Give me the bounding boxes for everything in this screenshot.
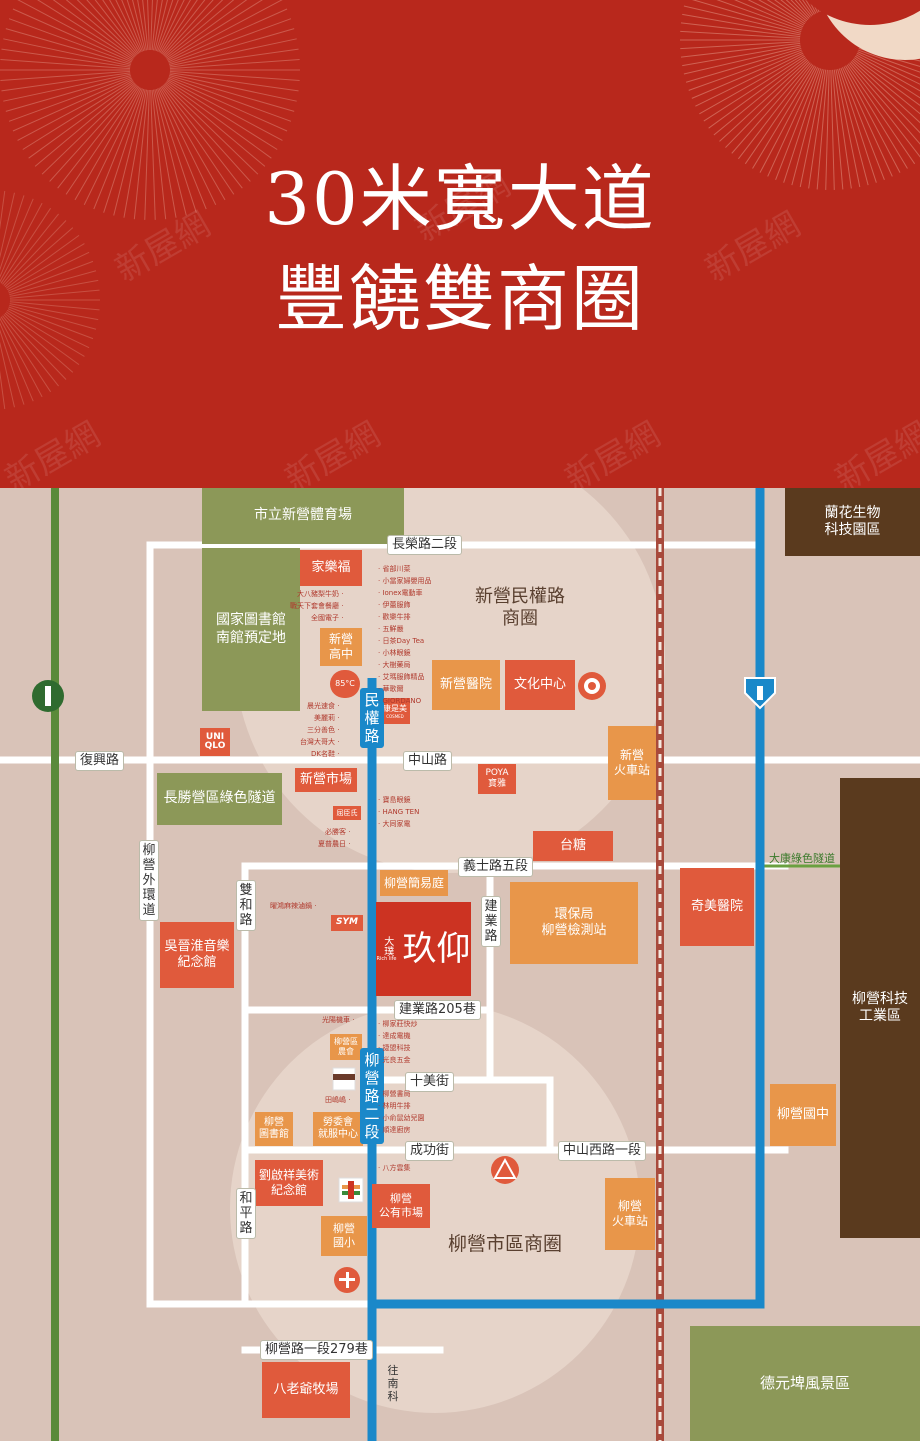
- public-market-block: 柳營 公有市場: [372, 1184, 430, 1228]
- xinying-district-label: 新營民權路 商圈: [475, 585, 565, 630]
- wu-music-museum-block: 吳晉淮音樂 紀念館: [160, 922, 234, 988]
- culture-center-block: 文化中心: [505, 660, 575, 710]
- dearyuan-block: 德元埤風景區: [690, 1326, 920, 1441]
- epa-block: 環保局 柳營檢測站: [510, 882, 638, 964]
- liuying-junior-high-block: 柳營國中: [770, 1084, 836, 1146]
- liuying-court-block: 柳營簡易庭: [380, 870, 448, 896]
- freeway-1: [372, 488, 765, 1309]
- 85c-logo: 85°C: [330, 670, 360, 698]
- carrefour-block: 家樂福: [300, 550, 362, 586]
- balao-ranch-block: 八老爺牧場: [262, 1362, 350, 1418]
- xinying-station-block: 新營 火車站: [608, 726, 656, 800]
- header-banner: 新屋網 新屋網 新屋網 新屋網 新屋網 新屋網 新屋網 30米寬大道 豐饒雙商圈: [0, 0, 920, 488]
- chimei-hospital-block: 奇美醫院: [680, 868, 754, 946]
- outer-ring-road-label: 柳營外環道: [139, 840, 159, 921]
- shuanghe-road-label: 雙和路: [236, 880, 256, 931]
- cosmed-en-label: COSMED: [386, 713, 404, 719]
- fuxing-road-label: 復興路: [75, 751, 125, 771]
- liuying-library-block: 柳營 圖書館: [255, 1112, 293, 1146]
- poya-block: POYA 寶雅: [478, 764, 516, 794]
- uniqlo-logo: UNI QLO: [200, 728, 230, 756]
- bafang-shop-label: · 八方雲集: [378, 1164, 411, 1172]
- liuying-station-block: 柳營 火車站: [605, 1178, 655, 1250]
- xinying-hospital-block: 新營醫院: [432, 660, 500, 710]
- zhongshan-left-shop-list: 必勝客 · 夏普農日 ·: [318, 828, 351, 848]
- liu-art-museum-block: 劉啟祥美術 紀念館: [255, 1160, 323, 1206]
- zhongshan-shop-list: · 寶島眼鏡 · HANG TEN · 大同家電: [378, 796, 420, 828]
- liuying-left-shop-list-2: 田嶋嶋 ·: [325, 1096, 351, 1104]
- project-block: 大璞 Rich life 玖仰: [376, 902, 471, 996]
- jianye-road-label: 建業路: [481, 896, 501, 947]
- area-map: 市立新營體育場 國家圖書館 南館預定地 蘭花生物 科技園區 柳營科技 工業區 德…: [0, 488, 920, 1441]
- stadium-block: 市立新營體育場: [202, 488, 404, 544]
- heping-road-label: 和平路: [236, 1188, 256, 1239]
- project-prefix: 大璞: [381, 935, 393, 956]
- liuying-shop-list-2: · 柳營書局 · 林明牛排 · 小俞鼠幼兒園 · 順達廚房: [378, 1090, 425, 1134]
- taikang-tunnel-label: 大康綠色隧道: [769, 852, 835, 865]
- farmers-association-block: 柳營區 農會: [330, 1034, 362, 1060]
- liuying-road2-label: 柳營路二段: [360, 1048, 384, 1144]
- chenggong-street-label: 成功街: [405, 1141, 455, 1161]
- zhongshan-west-label: 中山西路一段: [558, 1141, 647, 1161]
- labor-center-block: 勞委會 就服中心: [313, 1112, 363, 1146]
- watsons-logo: 屈臣氏: [333, 806, 361, 820]
- sym-logo: SYM: [331, 915, 363, 931]
- changrong-road-label: 長榮路二段: [387, 535, 463, 555]
- zhongshan-road-label: 中山路: [403, 751, 453, 771]
- title-line-1: 30米寬大道: [264, 157, 656, 241]
- taitang-block: 台糖: [533, 831, 613, 861]
- to-nanke-label: 往南科: [387, 1364, 399, 1403]
- orchid-park-block: 蘭花生物 科技園區: [785, 488, 920, 556]
- liuying-279-lane-label: 柳營路一段279巷: [260, 1340, 373, 1360]
- liuying-district-circle: [230, 1003, 640, 1413]
- liuying-shop-list: · 柳家莊快炒 · 達成電機 · 捷盟科技 · 光良五金: [378, 1020, 418, 1064]
- yishi-road-label: 義士路五段: [458, 857, 534, 877]
- tech-park-block: 柳營科技 工業區: [840, 778, 920, 1238]
- xinying-high-block: 新營 高中: [320, 628, 362, 666]
- library-block: 國家圖書館 南館預定地: [202, 548, 300, 711]
- minquan-road-label: 民權路: [360, 688, 384, 748]
- liuying-elementary-block: 柳營 國小: [321, 1216, 367, 1256]
- title-line-2: 豐饒雙商圈: [274, 257, 645, 341]
- header-decoration: [0, 0, 920, 410]
- liuying-district-label: 柳營市區商圈: [447, 1233, 562, 1256]
- xinying-market-block: 新營市場: [295, 768, 357, 792]
- minquan-shop-list: · 省部川菜 · 小當家婦嬰用品 · Ionex電動車 · 伊蕾服飾 · 歡樂牛…: [378, 565, 432, 705]
- project-prefix-en: Rich life: [376, 955, 397, 962]
- minquan-left-shop-list: 大八豬梨牛奶 · 戰天下套會餐廳 · 全國電子 ·: [290, 590, 344, 622]
- jianye-lane-label: 建業路205巷: [394, 1000, 481, 1020]
- cosmed-label: 康是美: [383, 703, 407, 713]
- changsheng-tunnel-block: 長勝營區綠色隧道: [157, 773, 282, 825]
- liuying-left-shop-list: 光陽機車 ·: [322, 1016, 355, 1024]
- cosmed-logo: 康是美 COSMED: [380, 698, 410, 724]
- project-name: 玖仰: [402, 928, 471, 969]
- shuanghe-shop-list: 曜鴻麻辣滷鍋 ·: [270, 902, 317, 910]
- shimei-street-label: 十美街: [405, 1072, 455, 1092]
- minquan-left-shop-list-2: 晨光速食 · 美麗莉 · 三分善色 · 台灣大哥大 · DK名鞋 ·: [300, 702, 340, 758]
